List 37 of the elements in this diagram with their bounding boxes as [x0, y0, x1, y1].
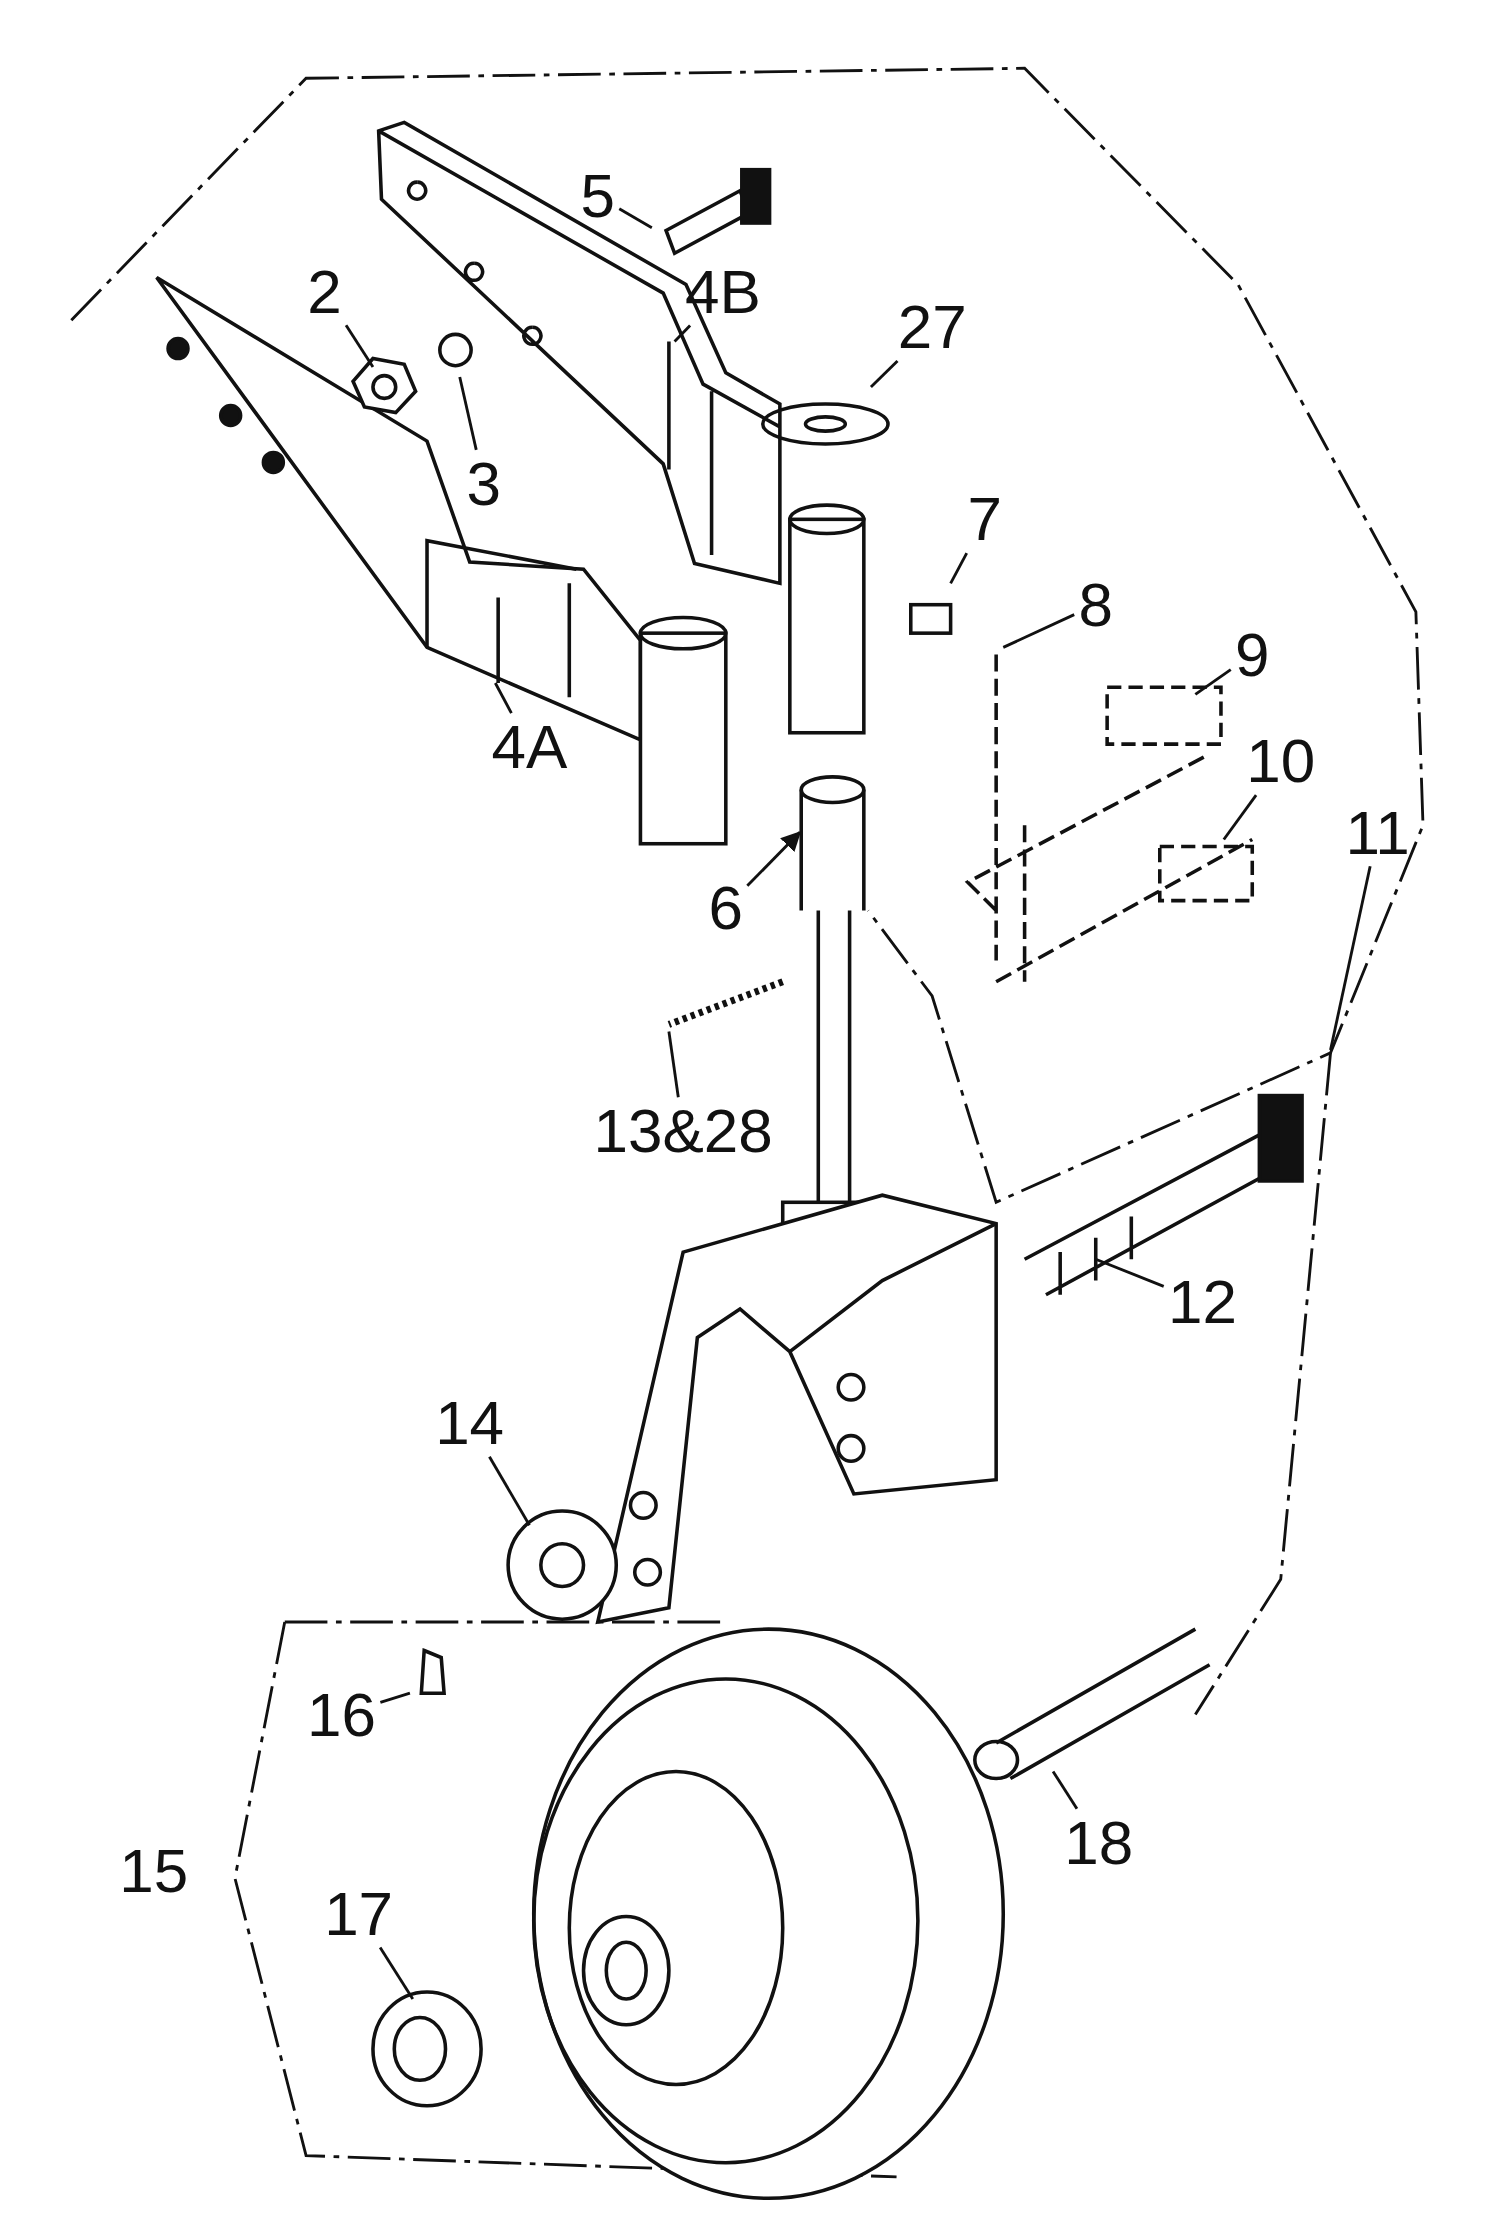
- callout-number: 7: [967, 488, 1003, 551]
- leader-line: [494, 682, 513, 714]
- leader-line: [1222, 794, 1258, 841]
- callout-number: 8: [1078, 573, 1114, 636]
- callout-number: 4B: [685, 260, 761, 323]
- callout-number: 16: [307, 1683, 377, 1746]
- leader-line: [869, 360, 899, 389]
- callout-number: 14: [435, 1392, 505, 1455]
- callout-number: 4A: [491, 716, 568, 779]
- callout-number: 6: [708, 876, 744, 939]
- leader-line: [458, 376, 478, 451]
- leader-line: [618, 207, 653, 229]
- leader-line: [379, 1691, 411, 1704]
- callout-number: 2: [307, 260, 342, 323]
- leader-line: [1051, 1770, 1079, 1810]
- leader-line: [746, 830, 802, 887]
- callout-number: 15: [119, 1840, 189, 1903]
- callout-number: 17: [324, 1883, 394, 1946]
- leader-line: [949, 552, 968, 585]
- leader-line: [667, 1031, 680, 1098]
- leader-line: [1095, 1257, 1165, 1288]
- leader-line: [344, 324, 375, 368]
- leader-line: [1002, 613, 1075, 649]
- leader-line: [488, 1455, 531, 1526]
- leader-line: [378, 1946, 414, 2000]
- callout-number: 12: [1168, 1271, 1238, 1334]
- callout-number: 13&28: [593, 1100, 773, 1163]
- leader-line: [673, 324, 692, 343]
- callout-number: 9: [1235, 623, 1270, 686]
- callout-number: 5: [580, 165, 615, 228]
- leader-line: [1194, 668, 1232, 696]
- callout-number: 27: [897, 296, 967, 359]
- callout-number: 3: [466, 452, 502, 515]
- callout-number: 11: [1345, 801, 1410, 864]
- callout-number: 18: [1064, 1811, 1134, 1874]
- leader-line: [1329, 865, 1372, 1051]
- callout-number: 10: [1246, 730, 1316, 793]
